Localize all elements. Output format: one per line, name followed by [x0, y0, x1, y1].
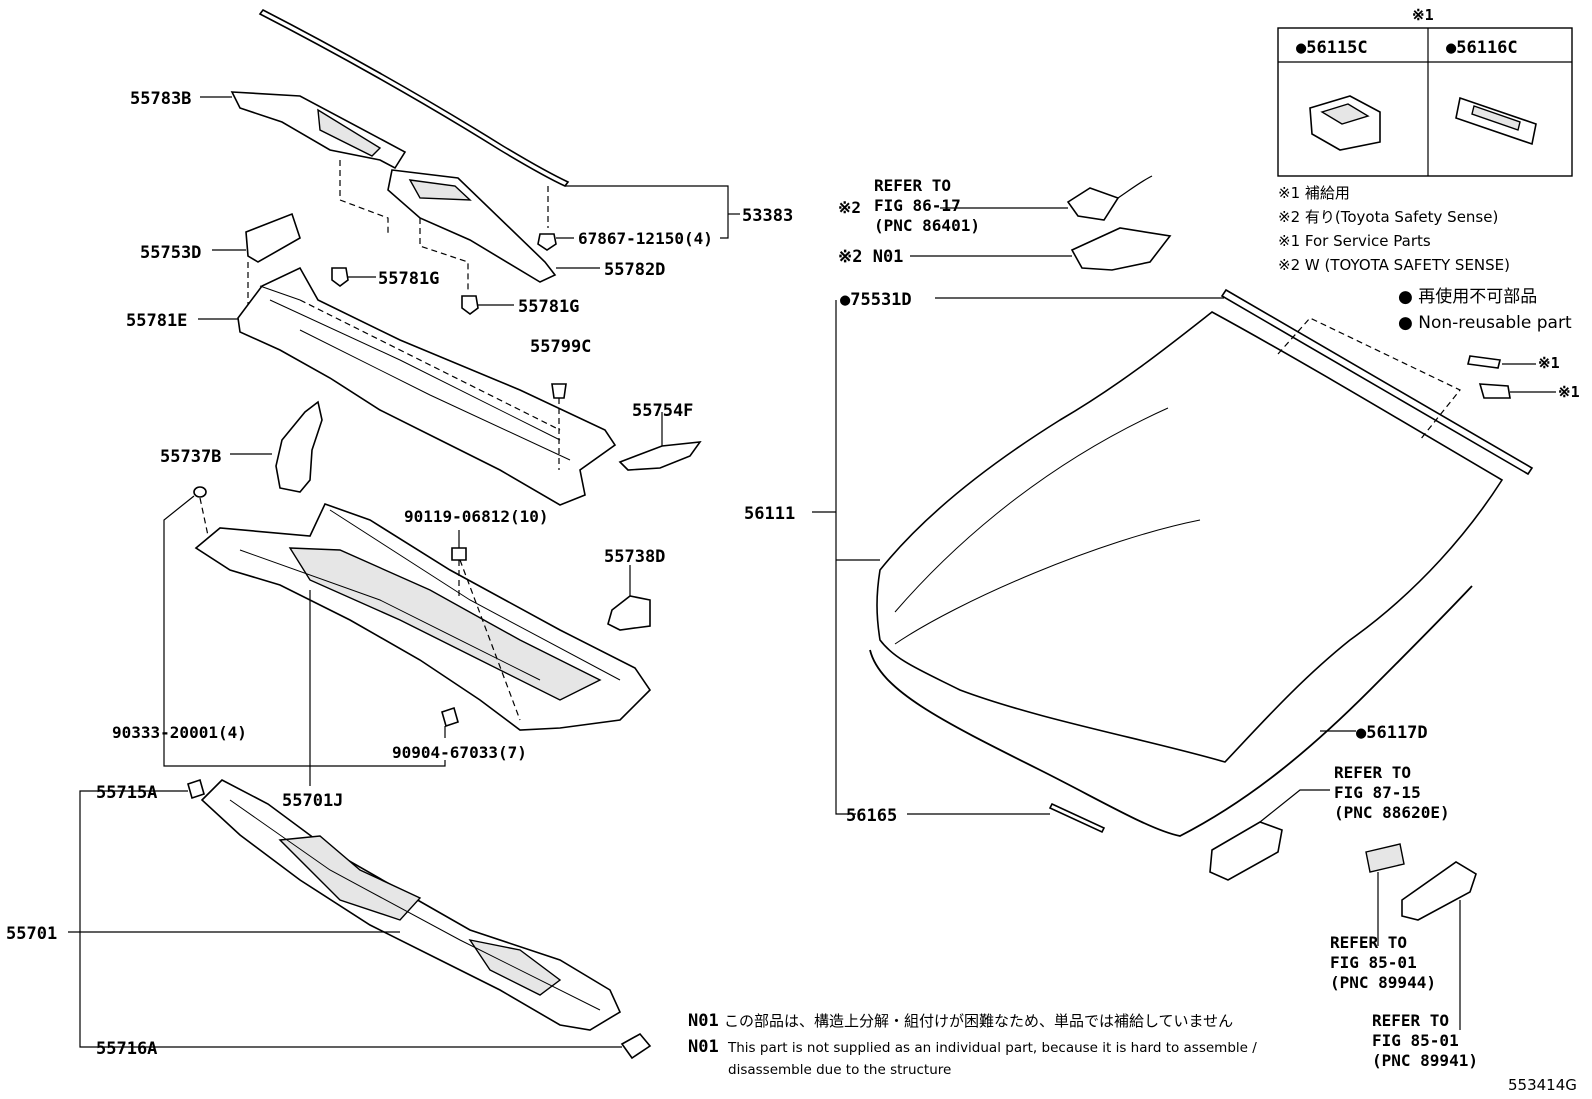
cowl-seal-strip: [258, 8, 570, 187]
note-n01-jp: この部品は、構造上分解・組付けが困難なため、単品では補給していません: [724, 1012, 1233, 1030]
label-55781E: 55781E: [126, 311, 187, 331]
part-56165-shape: [1048, 802, 1106, 834]
ref-86-l3: (PNC 86401): [874, 216, 980, 235]
clip-55781G-b: [461, 295, 479, 315]
label-55737B: 55737B: [160, 447, 221, 467]
ref-85a-l2: FIG 85-01: [1330, 953, 1417, 972]
service-clip-a: [1467, 355, 1501, 369]
service-part-56115C: ●56115C: [1296, 38, 1368, 58]
label-N01: ※2 N01: [838, 247, 903, 267]
label-55781G-a: 55781G: [378, 269, 439, 289]
legend-line-3: ※1 For Service Parts: [1278, 232, 1431, 250]
ref-87-l1: REFER TO: [1334, 763, 1411, 782]
service-part-56116C: ●56116C: [1446, 38, 1518, 58]
note-n01-en-1: This part is not supplied as an individu…: [727, 1040, 1257, 1056]
label-55701J: 55701J: [282, 791, 343, 811]
camera-unit: [1066, 187, 1120, 221]
part-55783B-detail: [317, 108, 382, 157]
part-55783B-shape: [230, 91, 407, 170]
legend-line-6: ● Non-reusable part: [1398, 313, 1572, 333]
label-56111: 56111: [744, 504, 795, 524]
ref-85b-l2: FIG 85-01: [1372, 1031, 1459, 1050]
label-service-clip-a: ※1: [1538, 354, 1560, 372]
bracket-N01: [1070, 227, 1172, 271]
label-75531D: ●75531D: [840, 290, 912, 310]
windshield-glass: [876, 311, 1504, 763]
ref-85a-l3: (PNC 89944): [1330, 973, 1436, 992]
ref-86-l1: REFER TO: [874, 176, 951, 195]
note-n01-en-2: disassemble due to the structure: [728, 1062, 951, 1078]
mirror-module-88620E: [1209, 821, 1283, 881]
part-55738D-shape: [607, 595, 651, 631]
label-67867: 67867-12150(4): [578, 229, 713, 248]
label-55738D: 55738D: [604, 547, 665, 567]
plug-cap: [193, 486, 207, 498]
note-n01-mark-en: N01: [688, 1037, 719, 1057]
label-55799C: 55799C: [530, 337, 591, 357]
label-service-clip-b: ※1: [1558, 383, 1580, 401]
ref-86-mark: ※2: [838, 198, 861, 217]
figure-id: 553414G: [1508, 1076, 1577, 1094]
label-56165: 56165: [846, 806, 897, 826]
service-box-mark: ※1: [1412, 6, 1434, 24]
fastener-55799C: [551, 383, 567, 399]
ref-87-l2: FIG 87-15: [1334, 783, 1421, 802]
label-55716A: 55716A: [96, 1039, 157, 1059]
part-55781E-shape: [237, 266, 617, 506]
label-56117D: ●56117D: [1356, 723, 1428, 743]
clip-55781G-a: [331, 267, 349, 287]
label-55701: 55701: [6, 924, 57, 944]
nut-90904: [441, 706, 459, 728]
service-parts-box: [1277, 27, 1573, 177]
ref-85b-l1: REFER TO: [1372, 1011, 1449, 1030]
ref-87-l3: (PNC 88620E): [1334, 803, 1450, 822]
ref-85a-l1: REFER TO: [1330, 933, 1407, 952]
part-55754F-shape: [618, 441, 702, 471]
part-55715A-shape: [187, 778, 205, 800]
label-55781G-b: 55781G: [518, 297, 579, 317]
note-n01-mark-jp: N01: [688, 1011, 719, 1031]
pad-89944: [1365, 843, 1405, 873]
part-55782D-detail: [408, 179, 472, 201]
label-90119: 90119-06812(10): [404, 507, 549, 526]
label-55754F: 55754F: [632, 401, 693, 421]
bolt-90119: [451, 547, 467, 561]
part-55753D-shape: [245, 212, 301, 263]
label-55715A: 55715A: [96, 783, 157, 803]
label-53383: 53383: [742, 206, 793, 226]
part-56117D-shape: [869, 585, 1473, 837]
legend-line-1: ※1 補給用: [1278, 184, 1350, 202]
label-55783B: 55783B: [130, 89, 191, 109]
service-clip-b: [1478, 383, 1511, 399]
label-90904: 90904-67033(7): [392, 743, 527, 762]
ref-85b-l3: (PNC 89941): [1372, 1051, 1478, 1070]
part-55716A-shape: [620, 1032, 652, 1060]
module-89941: [1401, 861, 1477, 921]
part-55737B-shape: [275, 400, 323, 493]
legend-line-2: ※2 有り(Toyota Safety Sense): [1278, 208, 1498, 226]
label-55782D: 55782D: [604, 260, 665, 280]
ref-86-l2: FIG 86-17: [874, 196, 961, 215]
part-75531D-shape: [1220, 288, 1534, 476]
legend-line-5: ● 再使用不可部品: [1398, 286, 1537, 307]
label-55753D: 55753D: [140, 243, 201, 263]
legend-line-4: ※2 W (TOYOTA SAFETY SENSE): [1278, 256, 1510, 274]
label-90333: 90333-20001(4): [112, 723, 247, 742]
clip-67867: [537, 233, 557, 251]
